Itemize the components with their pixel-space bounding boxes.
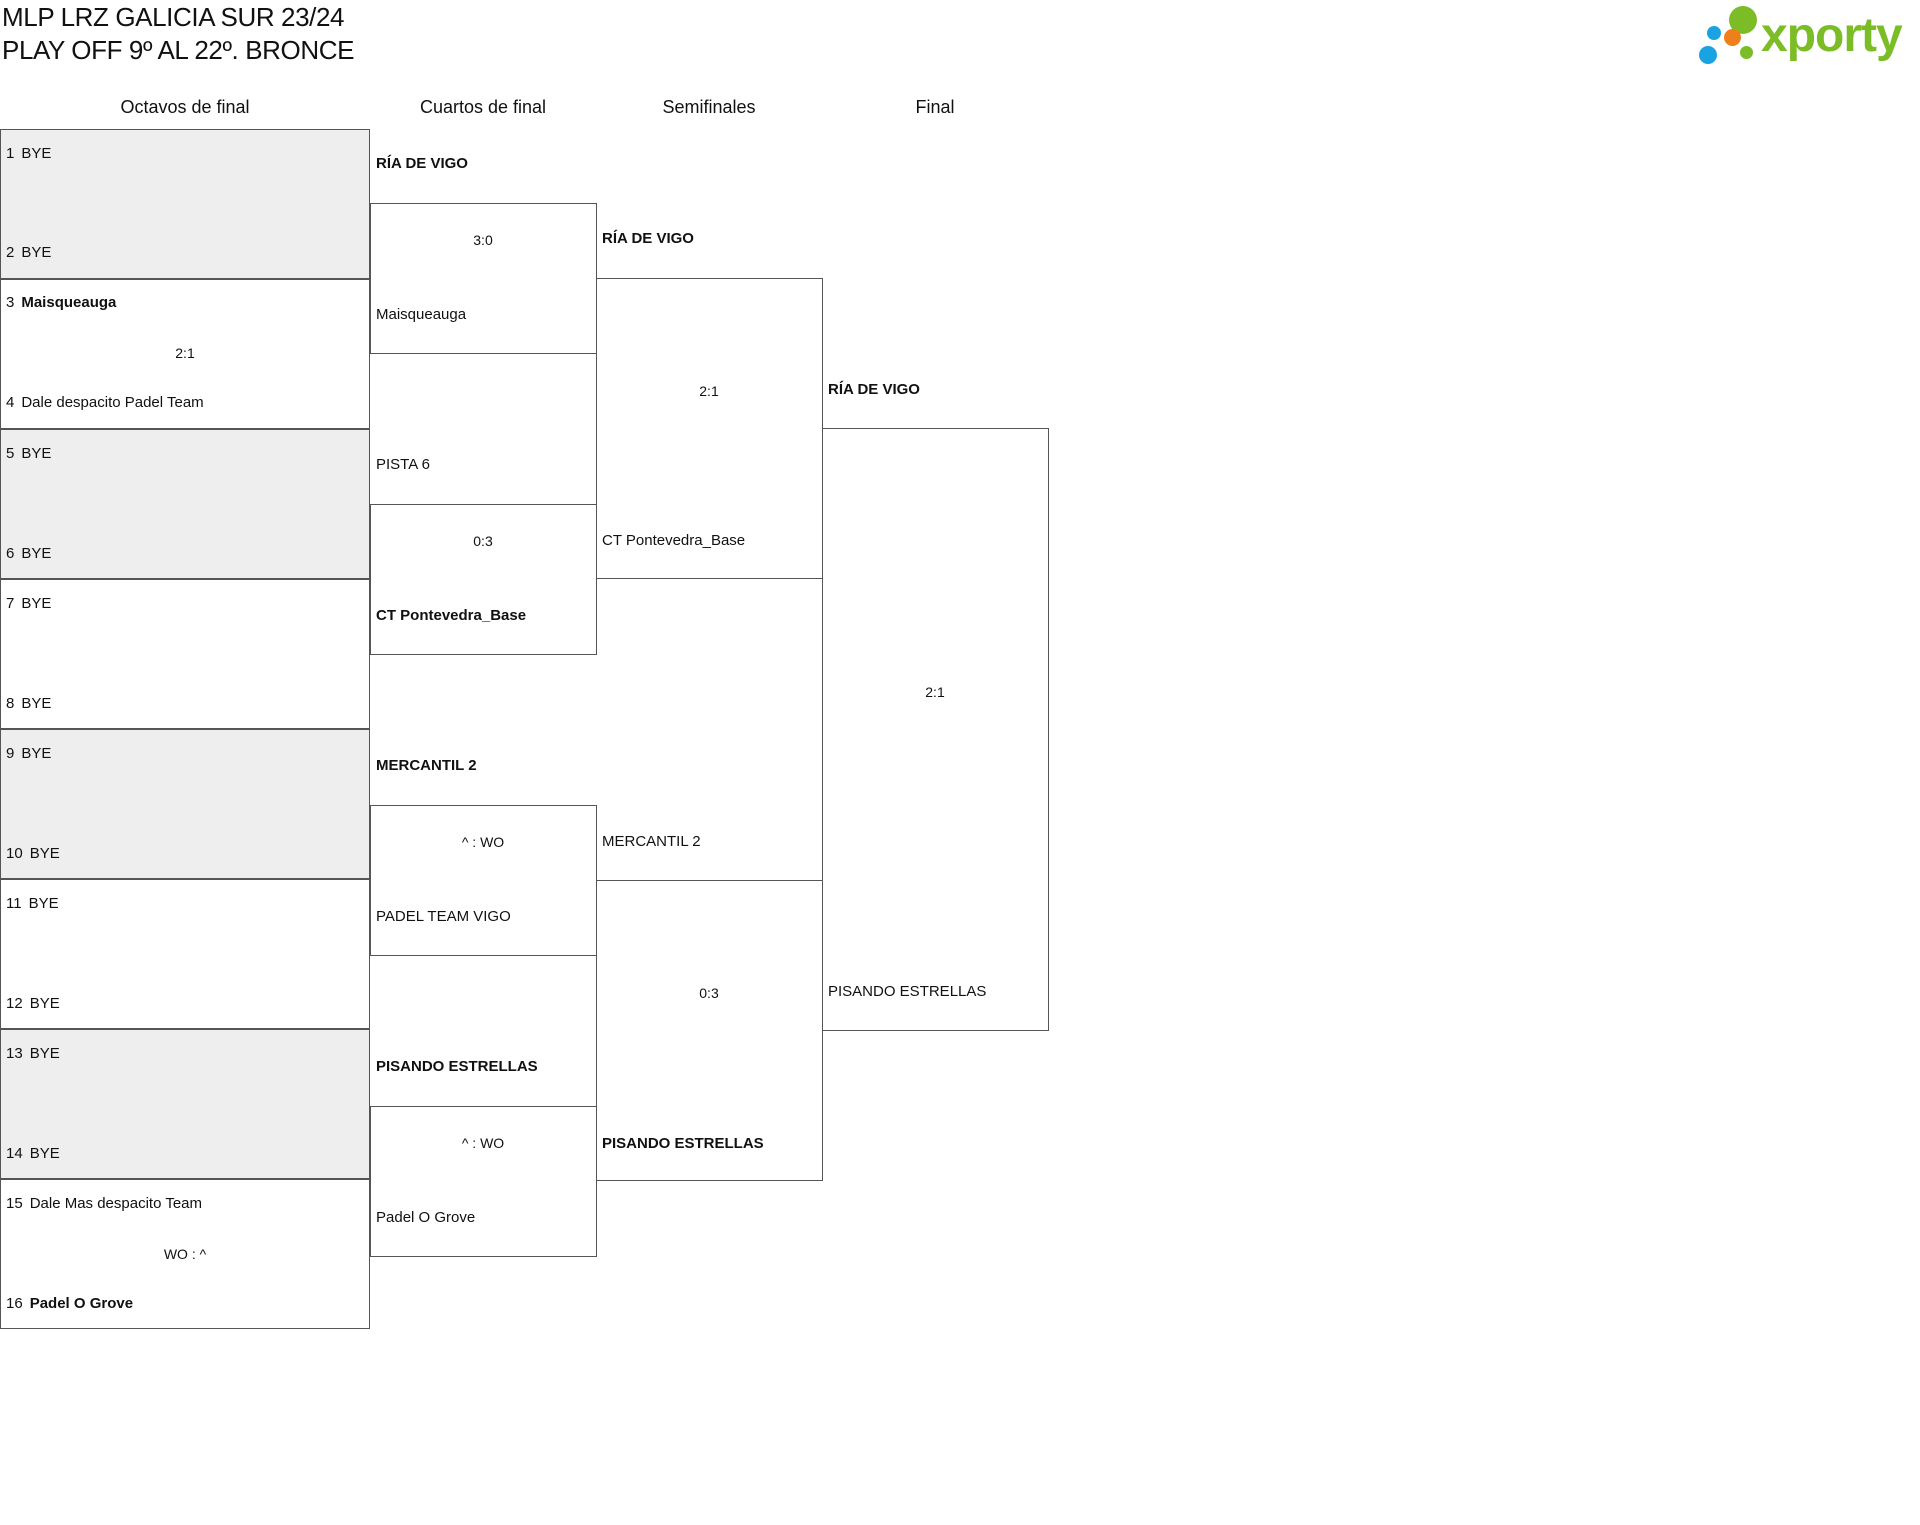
cuartos-2-score: 0:3 <box>473 533 493 549</box>
seed-number: 6 <box>6 545 15 562</box>
team-name: BYE <box>21 695 52 712</box>
cuartos-1-team-a: RÍA DE VIGO <box>376 155 468 172</box>
seed-number: 14 <box>6 1145 23 1162</box>
seed-number: 15 <box>6 1195 23 1212</box>
cuartos-match-1 <box>370 203 597 354</box>
octavos-5-team-b: 10 BYE <box>6 844 60 864</box>
cuartos-4-score: ^ : WO <box>461 1135 505 1151</box>
team-name: BYE <box>29 995 60 1012</box>
semis-1-team-a: RÍA DE VIGO <box>602 230 694 247</box>
octavos-2-score: 2:1 <box>175 345 195 361</box>
team-name: BYE <box>21 445 52 462</box>
xporty-logo: xporty <box>1697 0 1920 70</box>
seed-number: 3 <box>6 294 15 311</box>
octavos-match-1 <box>0 129 370 279</box>
seed-number: 12 <box>6 995 23 1012</box>
semis-1-team-b: CT Pontevedra_Base <box>602 532 746 549</box>
cuartos-1-score: 3:0 <box>473 232 493 248</box>
seed-number: 10 <box>6 845 23 862</box>
octavos-match-2 <box>0 279 370 429</box>
cuartos-match-3 <box>370 805 597 956</box>
round-title-cuartos: Cuartos de final <box>419 97 547 117</box>
logo-dot-blue-top <box>1707 26 1721 40</box>
seed-number: 4 <box>6 394 15 411</box>
seed-number: 9 <box>6 745 15 762</box>
octavos-8-team-a: 15 Dale Mas despacito Team <box>6 1194 202 1214</box>
semis-2-score: 0:3 <box>699 985 719 1001</box>
cuartos-3-score: ^ : WO <box>461 834 505 850</box>
round-title-semifinales: Semifinales <box>662 97 756 117</box>
semis-2-team-b: PISANDO ESTRELLAS <box>602 1135 764 1152</box>
octavos-3-team-a: 5 BYE <box>6 444 51 464</box>
octavos-3-team-b: 6 BYE <box>6 544 51 564</box>
team-name: BYE <box>29 1045 60 1062</box>
final-team-a: RÍA DE VIGO <box>828 381 920 398</box>
octavos-8-team-b: 16 Padel O Grove <box>6 1294 133 1314</box>
octavos-6-team-b: 12 BYE <box>6 994 60 1014</box>
team-name: BYE <box>21 595 52 612</box>
logo-text: xporty <box>1761 9 1903 62</box>
seed-number: 13 <box>6 1045 23 1062</box>
team-name: Dale despacito Padel Team <box>21 394 204 411</box>
octavos-match-3 <box>0 429 370 579</box>
octavos-6-team-a: 11 BYE <box>6 894 59 914</box>
semis-2-team-a: MERCANTIL 2 <box>602 833 701 850</box>
octavos-2-team-a: 3 Maisqueauga <box>6 293 116 313</box>
team-name: BYE <box>29 1145 60 1162</box>
octavos-4-team-b: 8 BYE <box>6 694 51 714</box>
cuartos-1-team-b: Maisqueauga <box>376 306 467 323</box>
seed-number: 7 <box>6 595 15 612</box>
team-name: BYE <box>29 845 60 862</box>
final-team-b: PISANDO ESTRELLAS <box>828 983 987 1000</box>
round-title-final: Final <box>915 97 955 117</box>
seed-number: 5 <box>6 445 15 462</box>
team-name: BYE <box>21 545 52 562</box>
title-line-1: MLP LRZ GALICIA SUR 23/24 <box>2 2 345 32</box>
team-name: BYE <box>21 745 52 762</box>
seed-number: 2 <box>6 244 15 261</box>
octavos-match-4 <box>0 579 370 729</box>
team-name: Padel O Grove <box>29 1295 134 1312</box>
octavos-5-team-a: 9 BYE <box>6 744 51 764</box>
team-name: Maisqueauga <box>21 294 117 311</box>
round-title-octavos: Octavos de final <box>120 97 250 117</box>
logo-dot-green-small <box>1740 46 1753 59</box>
octavos-4-team-a: 7 BYE <box>6 594 51 614</box>
title-line-2: PLAY OFF 9º AL 22º. BRONCE <box>2 35 355 65</box>
cuartos-3-team-a: MERCANTIL 2 <box>376 757 477 774</box>
final-match <box>822 428 1049 1031</box>
cuartos-match-4 <box>370 1106 597 1257</box>
team-name: BYE <box>21 244 52 261</box>
seed-number: 8 <box>6 695 15 712</box>
cuartos-4-team-a: PISANDO ESTRELLAS <box>376 1058 538 1075</box>
seed-number: 16 <box>6 1295 23 1312</box>
team-name: BYE <box>28 895 59 912</box>
semis-1-score: 2:1 <box>699 383 719 399</box>
cuartos-2-team-a: PISTA 6 <box>376 456 430 473</box>
octavos-1-team-b: 2 BYE <box>6 243 51 263</box>
final-score: 2:1 <box>925 684 945 700</box>
team-name: Dale Mas despacito Team <box>29 1195 202 1212</box>
octavos-match-6 <box>0 879 370 1029</box>
octavos-match-5 <box>0 729 370 879</box>
logo-dot-orange <box>1724 29 1741 46</box>
octavos-7-team-a: 13 BYE <box>6 1044 60 1064</box>
logo-dot-blue-bottom <box>1699 46 1717 64</box>
octavos-1-team-a: 1 BYE <box>6 144 51 164</box>
octavos-8-score: WO : ^ <box>163 1246 207 1262</box>
cuartos-2-team-b: CT Pontevedra_Base <box>376 607 527 624</box>
cuartos-4-team-b: Padel O Grove <box>376 1209 476 1226</box>
team-name: BYE <box>21 145 52 162</box>
cuartos-match-2 <box>370 504 597 655</box>
octavos-match-7 <box>0 1029 370 1179</box>
octavos-7-team-b: 14 BYE <box>6 1144 60 1164</box>
octavos-2-team-b: 4 Dale despacito Padel Team <box>6 393 204 413</box>
seed-number: 1 <box>6 145 15 162</box>
seed-number: 11 <box>6 895 22 912</box>
cuartos-3-team-b: PADEL TEAM VIGO <box>376 908 511 925</box>
octavos-match-8 <box>0 1179 370 1329</box>
